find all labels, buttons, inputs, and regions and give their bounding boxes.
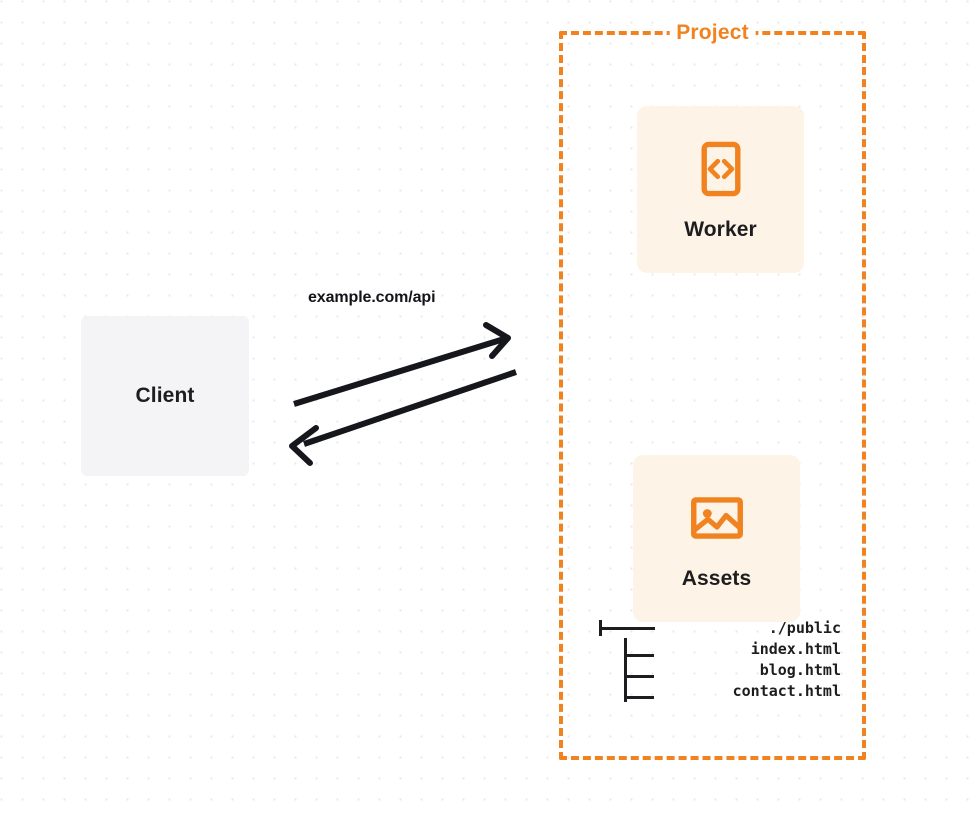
file-tree-item: blog.html: [599, 659, 844, 681]
assets-label: Assets: [681, 566, 752, 590]
assets-file-tree: ./public index.html blog.html contact.ht…: [599, 618, 844, 702]
project-title: Project: [669, 21, 756, 45]
response-arrow: [289, 369, 517, 466]
project-boundary: Project Worker Assets: [559, 21, 866, 760]
tree-branch-glyph: [599, 638, 667, 660]
code-brackets-icon: [700, 141, 741, 196]
assets-card: Assets: [633, 455, 800, 622]
client-node: Client: [81, 316, 249, 476]
file-tree-item-label: index.html: [750, 640, 841, 658]
worker-card: Worker: [637, 106, 804, 273]
tree-branch-glyph: [599, 659, 667, 681]
file-tree-item-label: blog.html: [759, 661, 841, 679]
client-label: Client: [135, 384, 195, 407]
file-tree-item: index.html: [599, 638, 844, 660]
request-arrow: [293, 322, 511, 407]
tree-branch-glyph: [599, 618, 667, 639]
file-tree-item-label: contact.html: [732, 682, 841, 700]
file-tree-root-label: ./public: [768, 619, 841, 637]
connection-label: example.com/api: [308, 289, 436, 306]
tree-branch-glyph: [599, 680, 667, 702]
file-tree-root-row: ./public: [599, 618, 844, 639]
worker-label: Worker: [684, 217, 757, 241]
image-picture-icon: [690, 496, 743, 539]
file-tree-item: contact.html: [599, 680, 844, 702]
